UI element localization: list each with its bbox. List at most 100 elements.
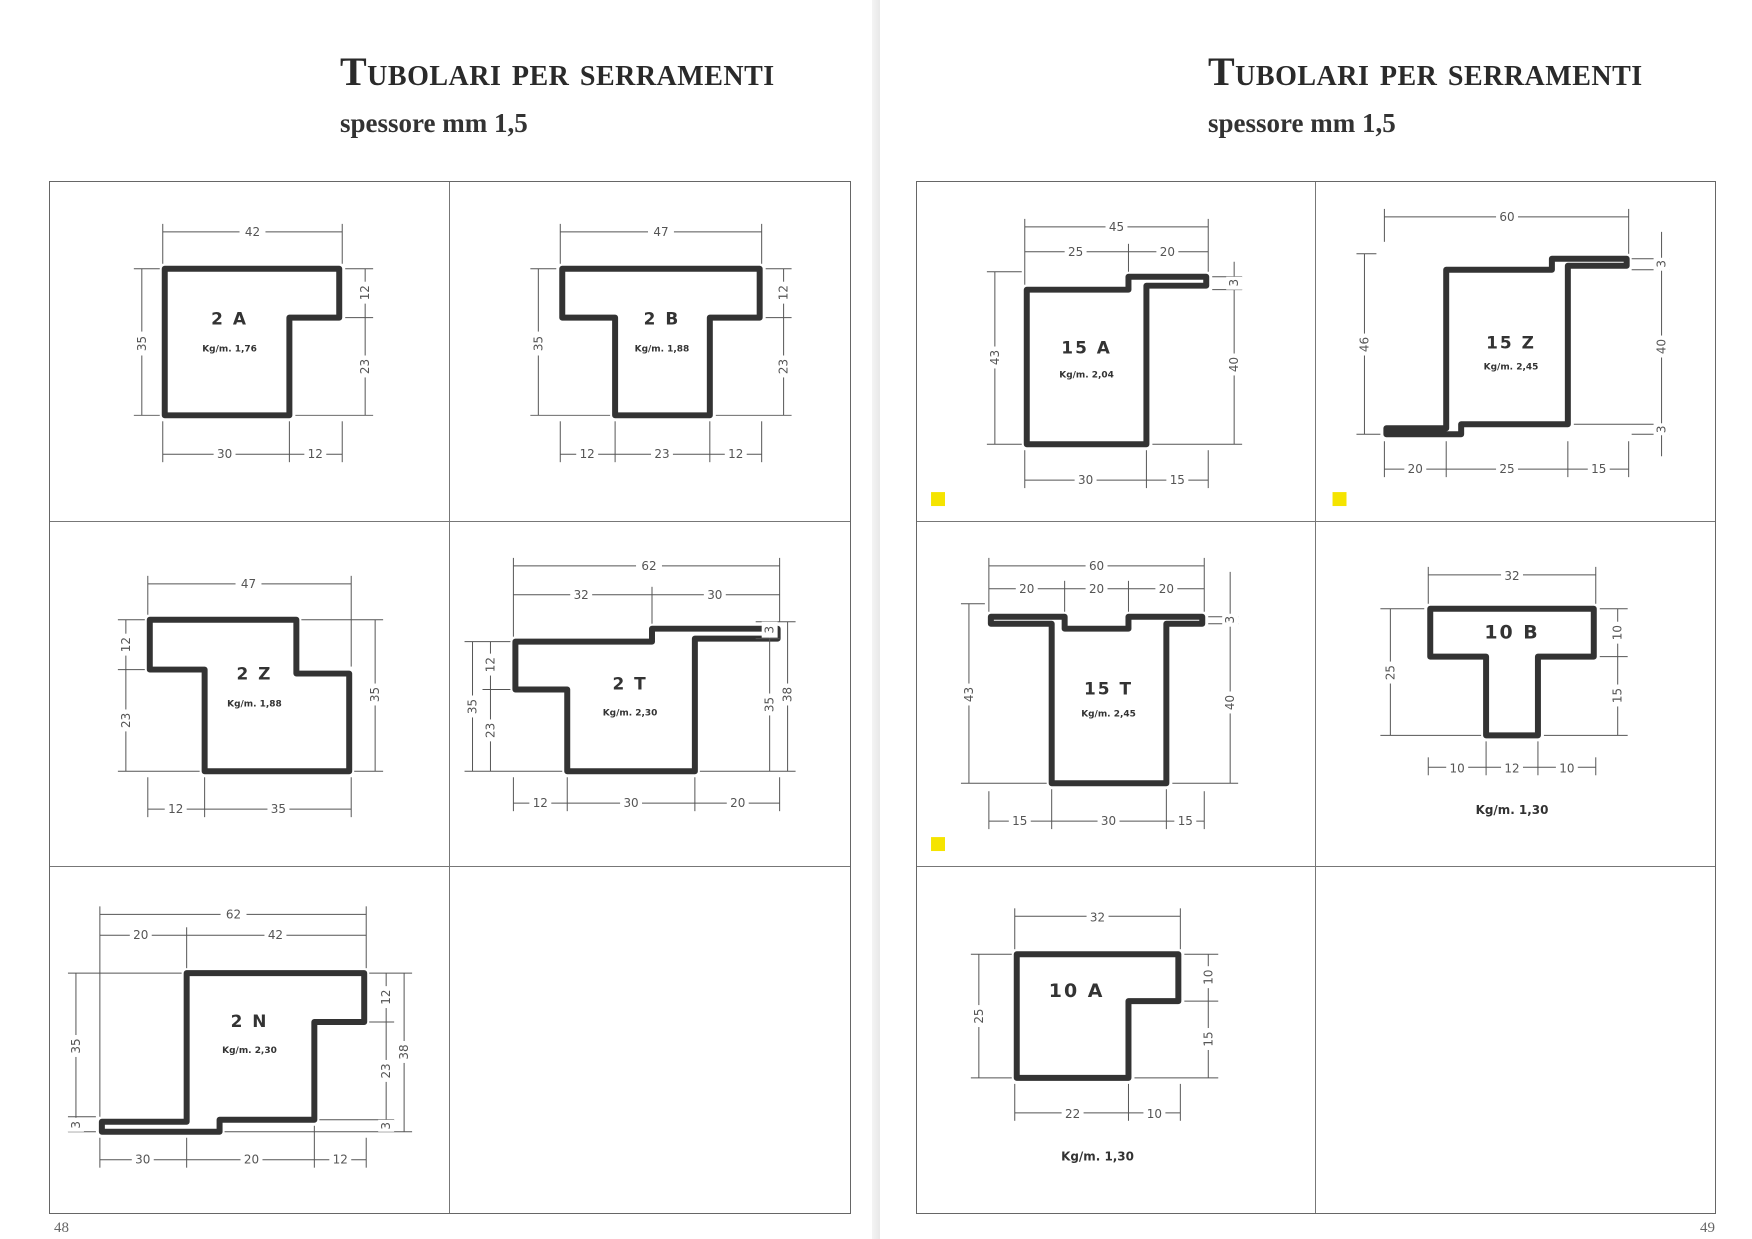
profile-weight-2b: Kg/m. 1,88 xyxy=(635,345,690,355)
profile-name-2n: 2 N xyxy=(231,1011,269,1031)
dim-2a-bottom-right: 12 xyxy=(308,447,323,461)
dim-15z-bottom-mid: 25 xyxy=(1499,462,1514,476)
profile-weight-2t: Kg/m. 2,30 xyxy=(603,708,658,718)
dim-10a-width: 32 xyxy=(1090,910,1105,924)
profile-drawing-10b: 32 25 10 15 10 12 10 10 B Kg/m. 1,30 xyxy=(1380,566,1628,817)
dim-2n-bottom-left: 30 xyxy=(135,1153,150,1167)
dim-15t-right-lip: 3 xyxy=(1223,616,1237,624)
profile-shape-2z xyxy=(146,616,353,775)
dim-2n-right-mid: 23 xyxy=(379,1063,393,1078)
profile-shape-15a xyxy=(1023,273,1210,448)
dim-2t-right-lip: 3 xyxy=(763,626,777,634)
dim-2t-bottom-mid: 30 xyxy=(623,796,638,810)
dim-10a-bottom-left: 22 xyxy=(1065,1107,1080,1121)
dim-2z-bottom-right: 35 xyxy=(271,802,286,816)
dim-15t-bottom-right: 15 xyxy=(1178,814,1193,828)
profile-name-15a: 15 A xyxy=(1061,337,1112,357)
profile-cell-2n: 62 20 42 35 3 12 23 3 38 xyxy=(50,867,450,1213)
profile-drawing-2b: 47 35 12 23 12 23 12 2 B Kg/m. 1,88 xyxy=(530,223,792,463)
profile-shape-2t xyxy=(512,625,781,775)
dim-15a-bottom-right: 15 xyxy=(1170,473,1185,487)
dim-2t-top-right: 30 xyxy=(707,588,722,602)
profile-weight-2n: Kg/m. 2,30 xyxy=(222,1046,277,1056)
profile-drawing-15z: 60 46 3 40 3 20 25 15 15 Z Kg/m. 2,45 xyxy=(1332,208,1670,507)
dim-2n-top-right: 42 xyxy=(268,928,283,942)
page-48: Tubolari per serramenti spessore mm 1,5 … xyxy=(49,49,851,1236)
dim-15a-width: 45 xyxy=(1109,220,1124,234)
dim-15t-bottom-left: 15 xyxy=(1012,814,1027,828)
dim-15a-top-right: 20 xyxy=(1160,245,1175,259)
dim-15a-bottom-left: 30 xyxy=(1078,473,1093,487)
yellow-marker xyxy=(931,837,945,852)
profile-shape-2b xyxy=(559,265,763,419)
dim-15t-top-right: 20 xyxy=(1159,582,1174,596)
dim-2z-width: 47 xyxy=(241,577,256,591)
profile-drawing-15t: 60 20 20 20 43 3 40 15 30 xyxy=(931,557,1239,852)
dim-2a-width: 42 xyxy=(245,225,260,239)
profile-cell-10a: 32 25 10 15 22 10 10 A Kg/m. 1,30 xyxy=(917,867,1316,1213)
yellow-marker xyxy=(931,492,946,507)
profile-cell-15a: 45 25 20 43 3 40 30 15 15 A K xyxy=(917,182,1316,522)
profile-weight-15a: Kg/m. 2,04 xyxy=(1059,370,1114,380)
dim-2z-right: 35 xyxy=(368,687,382,702)
dim-15z-bottom-right: 15 xyxy=(1591,462,1606,476)
profile-drawing-2z: 47 12 23 35 12 35 2 Z Kg/m. 1,88 xyxy=(117,575,384,818)
dim-10b-left: 25 xyxy=(1383,665,1397,680)
profile-weight-2a: Kg/m. 1,76 xyxy=(202,345,257,355)
dim-15z-right-lip-top: 3 xyxy=(1655,260,1669,268)
dim-2t-right-inner: 35 xyxy=(763,697,777,712)
dim-10a-right-bottom: 15 xyxy=(1201,1031,1215,1046)
dim-15t-width: 60 xyxy=(1089,559,1104,573)
profile-shape-15z xyxy=(1383,255,1630,438)
profile-drawing-15a: 45 25 20 43 3 40 30 15 15 A K xyxy=(931,218,1243,507)
profile-name-15t: 15 T xyxy=(1084,678,1133,698)
dim-2z-left-top: 12 xyxy=(119,637,133,652)
page-title: Tubolari per serramenti xyxy=(1208,49,1643,94)
dim-2a-height: 35 xyxy=(135,336,149,351)
dim-2b-height: 35 xyxy=(531,336,545,351)
profile-cell-2t: 62 32 30 12 35 23 3 35 38 xyxy=(450,522,850,867)
empty-cell-right xyxy=(1316,867,1715,1213)
dim-15z-width: 60 xyxy=(1499,210,1514,224)
dim-15t-right: 40 xyxy=(1223,695,1237,710)
profile-drawing-2a: 42 35 12 23 30 12 2 A Kg/m. 1,76 xyxy=(133,223,374,463)
profile-shape-10b xyxy=(1427,605,1597,739)
dim-10a-bottom-right: 10 xyxy=(1147,1107,1162,1121)
dim-15t-top-mid: 20 xyxy=(1089,582,1104,596)
profile-shape-2a xyxy=(161,265,343,419)
dim-15a-right-lip: 3 xyxy=(1227,279,1241,287)
dim-2t-bottom-right: 20 xyxy=(730,796,745,810)
page-49: Tubolari per serramenti spessore mm 1,5 … xyxy=(880,0,1752,1239)
dim-10b-width: 32 xyxy=(1504,569,1519,583)
dim-2n-right-top: 12 xyxy=(379,989,393,1004)
dim-2n-right-lip: 3 xyxy=(379,1122,393,1130)
profile-name-15z: 15 Z xyxy=(1486,333,1536,353)
dim-2b-bottom-mid: 23 xyxy=(654,447,669,461)
dim-2b-right-bottom: 23 xyxy=(777,359,791,374)
dim-2n-width: 62 xyxy=(226,907,241,921)
profile-cell-2b: 47 35 12 23 12 23 12 2 B Kg/m. 1,88 xyxy=(450,182,850,522)
page-subtitle: spessore mm 1,5 xyxy=(1208,108,1396,138)
dim-2z-left-bottom: 23 xyxy=(119,713,133,728)
page-subtitle: spessore mm 1,5 xyxy=(340,108,528,138)
profile-weight-15z: Kg/m. 2,45 xyxy=(1484,362,1539,372)
profile-weight-10b: Kg/m. 1,30 xyxy=(1476,803,1549,817)
dim-10b-right-bottom: 15 xyxy=(1611,688,1625,703)
profile-cell-15t: 60 20 20 20 43 3 40 15 30 xyxy=(917,522,1316,867)
dim-15z-bottom-left: 20 xyxy=(1408,462,1423,476)
dim-15a-right: 40 xyxy=(1227,357,1241,372)
dim-2b-bottom-right: 12 xyxy=(728,447,743,461)
profile-drawing-2t: 62 32 30 12 35 23 3 35 38 xyxy=(464,557,796,812)
dim-2n-bottom-right: 12 xyxy=(333,1153,348,1167)
profile-shape-15t xyxy=(987,613,1206,787)
profile-drawing-2n: 62 20 42 35 3 12 23 3 38 xyxy=(67,906,413,1168)
profile-shape-2n xyxy=(98,970,368,1135)
page-title: Tubolari per serramenti xyxy=(340,49,775,94)
dim-15t-top-left: 20 xyxy=(1019,582,1034,596)
dim-2n-left: 35 xyxy=(69,1038,83,1053)
page-number: 48 xyxy=(54,1220,69,1236)
dim-2b-right-top: 12 xyxy=(777,285,791,300)
dim-2t-width: 62 xyxy=(641,559,656,573)
dim-2t-left-inner-bottom: 23 xyxy=(483,723,497,738)
profile-name-2a: 2 A xyxy=(211,309,248,329)
